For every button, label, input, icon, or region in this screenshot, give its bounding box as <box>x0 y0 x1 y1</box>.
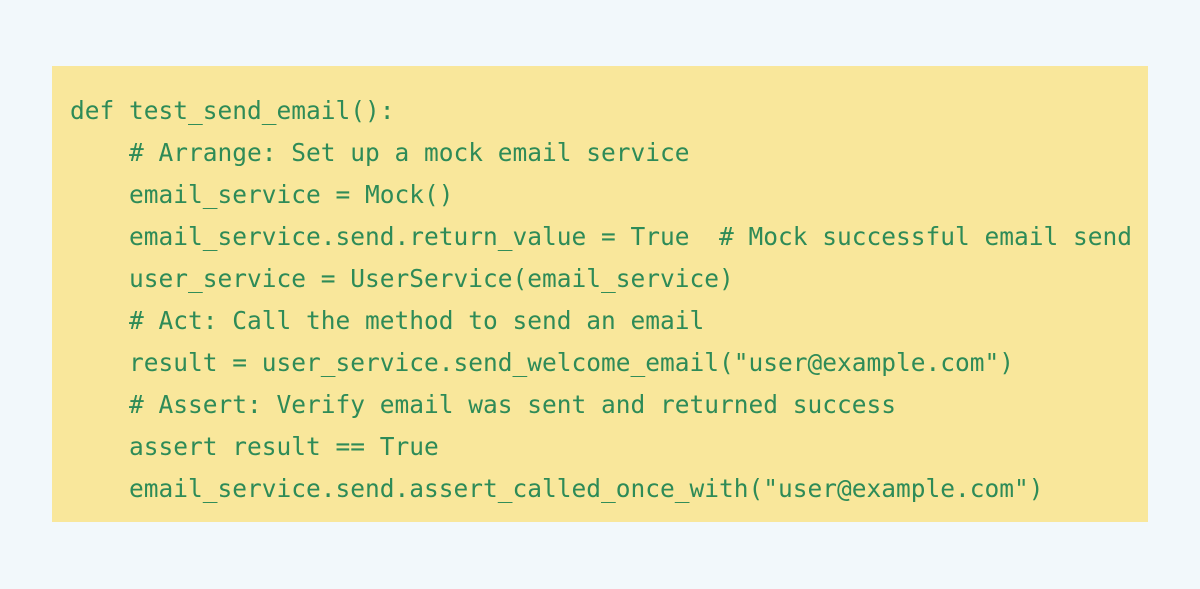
code-line-comment-arrange: # Arrange: Set up a mock email service <box>70 138 690 167</box>
code-line-user-service: user_service = UserService(email_service… <box>70 264 734 293</box>
code-line-assert-called: email_service.send.assert_called_once_wi… <box>70 474 1044 503</box>
code-line-return-value: email_service.send.return_value = True #… <box>70 222 1133 251</box>
code-line-comment-assert: # Assert: Verify email was sent and retu… <box>70 390 897 419</box>
code-line-assert: assert result == True <box>70 432 439 461</box>
code-block: def test_send_email(): # Arrange: Set up… <box>52 66 1148 522</box>
code-line-def: def test_send_email(): <box>70 96 395 125</box>
code-line-result: result = user_service.send_welcome_email… <box>70 348 1015 377</box>
code-line-mock: email_service = Mock() <box>70 180 454 209</box>
code-line-comment-act: # Act: Call the method to send an email <box>70 306 705 335</box>
